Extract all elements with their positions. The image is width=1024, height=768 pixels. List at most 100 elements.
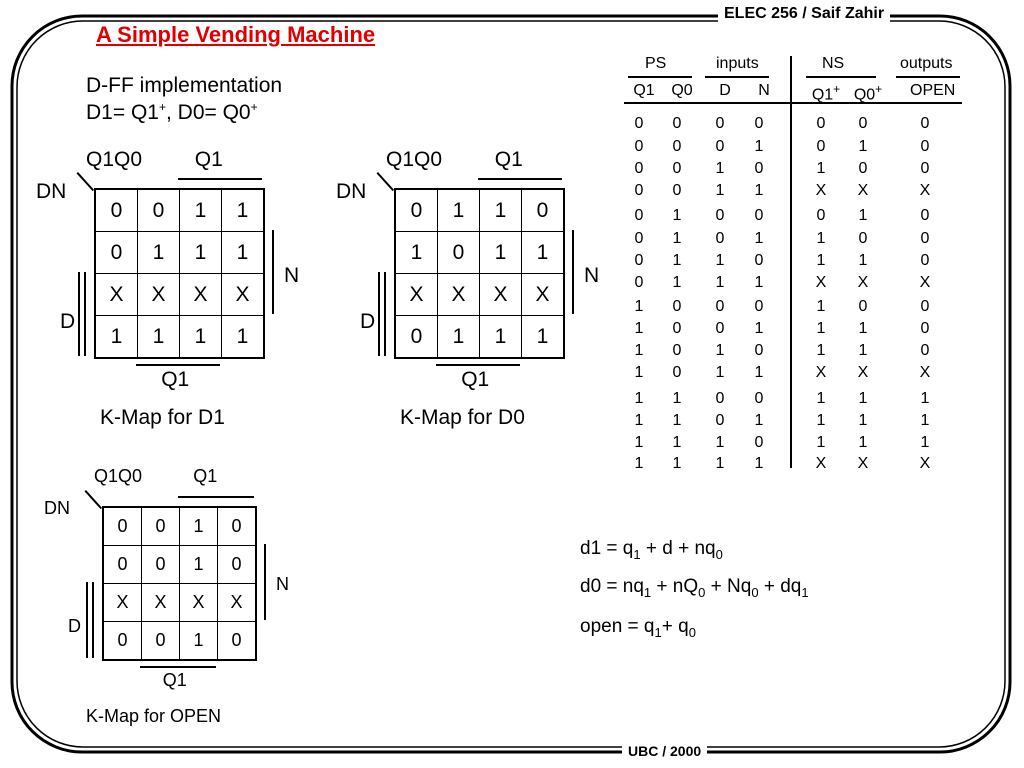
kmap-bottom-label: Q1 <box>162 670 187 690</box>
kmap-bottom-label: Q1 <box>461 368 490 391</box>
kmap-d-bar-inner <box>84 272 86 356</box>
truth-table-group-header: inputs <box>716 55 759 72</box>
kmap-cell: 1 <box>479 231 522 274</box>
truth-table-cell: 0 <box>634 182 644 199</box>
truth-table-cell: 0 <box>715 320 725 337</box>
truth-table-cell: 0 <box>858 115 868 132</box>
truth-table-cell: 0 <box>715 390 725 407</box>
kmap-cell: X <box>221 273 264 316</box>
kmap-cell: 0 <box>95 231 138 274</box>
truth-table-cell: 0 <box>672 182 682 199</box>
truth-table-cell: 0 <box>754 115 764 132</box>
truth-table-cell: 1 <box>920 390 930 407</box>
truth-table-group-header: PS <box>645 55 667 72</box>
kmap-cell: X <box>179 583 218 622</box>
kmap-cell: X <box>137 273 180 316</box>
truth-table-cell: 0 <box>816 207 826 224</box>
equation-d1: d1 = q1 + d + nq0 <box>580 538 723 562</box>
truth-table-cell: 1 <box>858 412 868 429</box>
truth-table-cell: 0 <box>754 434 764 451</box>
kmap-cell: X <box>95 273 138 316</box>
truth-table-cell: 1 <box>672 207 682 224</box>
kmap-cell: 0 <box>95 189 138 232</box>
kmap-cell: 1 <box>179 507 218 546</box>
truth-table-cell: 1 <box>754 138 764 155</box>
truth-table-column-header: N <box>744 82 784 100</box>
kmap-top-bar <box>478 178 562 180</box>
kmap-bottom-bar <box>136 364 220 366</box>
truth-table-cell: 1 <box>754 182 764 199</box>
column-label: Q1 <box>811 86 834 104</box>
kmap-cell: 0 <box>141 507 180 546</box>
truth-table-cell: 1 <box>920 412 930 429</box>
truth-table-cell: 1 <box>715 182 725 199</box>
kmap-d-label: D <box>68 616 81 637</box>
kmap-cell: 0 <box>437 231 480 274</box>
truth-table-cell: 0 <box>672 298 682 315</box>
truth-table-cell: 1 <box>858 320 868 337</box>
slide-title: A Simple Vending Machine <box>96 22 376 47</box>
truth-table-cell: 1 <box>754 412 764 429</box>
kmap-d-bar-outer <box>378 272 380 356</box>
truth-table-cell: 0 <box>672 364 682 381</box>
truth-table-cell: X <box>857 455 869 472</box>
truth-table-cell: 1 <box>672 274 682 291</box>
truth-table-cell: 1 <box>754 274 764 291</box>
kmap-cell: 1 <box>521 315 564 358</box>
kmap-cell: X <box>437 273 480 316</box>
kmap-cell: X <box>141 583 180 622</box>
kmap-cell: 1 <box>437 189 480 232</box>
kmap-n-bar <box>572 230 574 314</box>
kmap-d-label: D <box>360 309 376 333</box>
truth-table-cell: 0 <box>920 230 930 247</box>
truth-table-cell: 0 <box>858 298 868 315</box>
truth-table-cell: 1 <box>816 342 826 359</box>
truth-table-cell: 1 <box>634 298 644 315</box>
truth-table-cell: 0 <box>634 207 644 224</box>
truth-table-cell: 1 <box>754 455 764 472</box>
truth-table-cell: 0 <box>920 207 930 224</box>
truth-table-cell: 1 <box>672 390 682 407</box>
kmap-dn-label: DN <box>36 180 67 203</box>
truth-table-cell: 0 <box>920 298 930 315</box>
kmap-corner-label: Q1Q0 <box>86 148 143 171</box>
kmap-cell: 1 <box>221 315 264 358</box>
outputs-underline <box>896 76 960 78</box>
truth-table-cell: 0 <box>754 342 764 359</box>
truth-table-cell: 0 <box>858 160 868 177</box>
kmap-d-bar-outer <box>86 582 88 658</box>
truth-table-cell: 1 <box>715 274 725 291</box>
kmap-n-label: N <box>284 263 300 287</box>
truth-table-cell: 1 <box>816 390 826 407</box>
kmap-cell: X <box>217 583 256 622</box>
truth-table-cell: 0 <box>754 252 764 269</box>
kmap-cell: 1 <box>221 231 264 274</box>
truth-table-cell: 1 <box>920 434 930 451</box>
kmap-cell: 1 <box>137 231 180 274</box>
kmap-top-label: Q1 <box>193 466 218 486</box>
kmap-cell: 0 <box>141 621 180 660</box>
truth-table-cell: 1 <box>715 252 725 269</box>
truth-table-cell: 1 <box>715 364 725 381</box>
truth-table-cell: 1 <box>672 252 682 269</box>
kmap-cell: 1 <box>437 315 480 358</box>
truth-table-cell: 0 <box>920 160 930 177</box>
kmap-d-bar-inner <box>384 272 386 356</box>
kmap-corner-label: Q1Q0 <box>386 148 443 171</box>
truth-table-cell: 1 <box>715 434 725 451</box>
kmap-d-bar-inner <box>92 582 94 658</box>
kmap-cell: X <box>179 273 222 316</box>
truth-table-cell: 0 <box>816 138 826 155</box>
truth-table-cell: 1 <box>858 390 868 407</box>
truth-table-cell: 1 <box>634 434 644 451</box>
kmap-cell: 0 <box>217 545 256 584</box>
kmap-d-bar-outer <box>78 272 80 356</box>
kmap-top-label: Q1 <box>494 148 523 171</box>
kmap-cell: 1 <box>479 189 522 232</box>
kmap-cell: 0 <box>137 189 180 232</box>
truth-table-cell: 1 <box>634 364 644 381</box>
truth-table-cell: 1 <box>634 320 644 337</box>
truth-table-cell: 0 <box>672 342 682 359</box>
